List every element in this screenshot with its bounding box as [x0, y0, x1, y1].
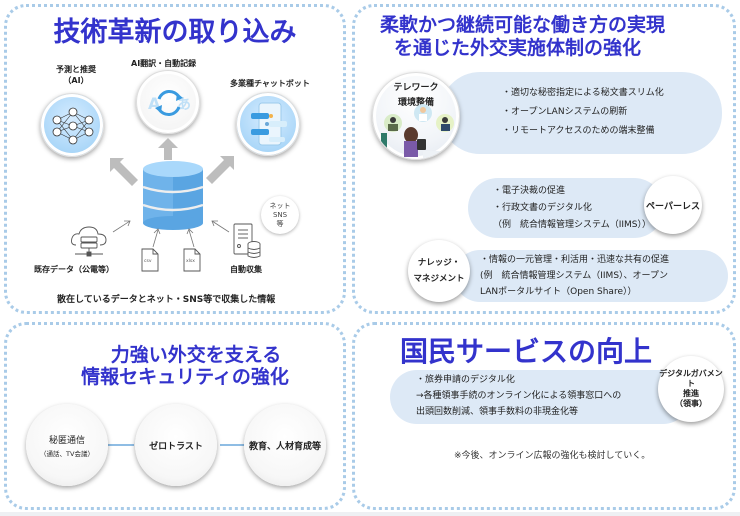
translation-label: AI翻訳・自動記録	[131, 59, 197, 68]
prediction-label-line2: （AI）	[63, 76, 89, 85]
chatbot-label: 多業種チャットボット	[230, 79, 310, 88]
education-label: 教育、人材育成等	[248, 441, 321, 452]
database-icon	[141, 161, 205, 235]
paperless-pill	[468, 178, 664, 238]
security-panel-title: 力強い外交を支える 情報セキュリティの強化	[70, 344, 300, 388]
knowledge-badge: ナレッジ・ マネジメント	[408, 240, 470, 302]
telework-item: ・オープンLANシステムの刷新	[502, 107, 628, 117]
secure-comm-sub: （通話、TV会議）	[40, 449, 94, 458]
csv-file-icon: csv	[141, 248, 159, 276]
knowledge-item: (例 統合情報管理システム（IIMS）、オープン	[480, 271, 668, 281]
auto-collect-label: 自動収集	[230, 265, 262, 274]
service-pill	[390, 370, 690, 424]
telework-item: ・リモートアクセスのための端末整備	[502, 126, 655, 136]
badge-line1: デジタルガバメント	[659, 369, 723, 388]
net-bubble-line: 等	[276, 220, 284, 228]
knowledge-pill	[454, 250, 728, 302]
thin-arrow-icon	[186, 228, 196, 252]
work-panel-title: 柔軟かつ継続可能な働き方の実現 を通じた外交実施体制の強化	[380, 14, 680, 60]
education-circle: 教育、人材育成等	[244, 404, 326, 486]
service-item: ・旅券申請のデジタル化	[416, 375, 515, 385]
xlsx-label: xlsx	[186, 259, 195, 264]
arrow-up-right-icon	[206, 156, 234, 188]
digital-government-badge: デジタルガバメント 推進 （領事）	[658, 356, 724, 422]
telework-items: ・適切な秘密指定による秘文書スリム化 ・オープンLANシステムの刷新 ・リモート…	[502, 84, 664, 141]
auto-collect-server-icon	[232, 222, 262, 264]
prediction-label-line1: 予測と推奨	[56, 65, 96, 74]
knowledge-label-line2: マネジメント	[413, 274, 465, 284]
csv-label: csv	[144, 259, 152, 264]
bottom-strip	[0, 512, 740, 516]
telework-illustration	[381, 104, 454, 159]
telework-label-line2: 環境整備	[397, 98, 434, 108]
knowledge-item: ・情報の一元管理・利活用・迅速な共有の促進	[480, 255, 670, 265]
secure-comm-label: 秘匿通信	[48, 435, 85, 446]
prediction-label: 予測と推奨 （AI）	[56, 64, 96, 86]
telework-item: ・適切な秘密指定による秘文書スリム化	[502, 88, 664, 98]
net-sns-bubble: ネット SNS 等	[261, 196, 299, 234]
paperless-item: ・電子決裁の促進	[493, 186, 566, 196]
chatbot-icon	[236, 92, 300, 156]
cloud-server-icon	[70, 225, 108, 263]
translation-icon: A あ	[136, 70, 200, 134]
zero-trust-circle: ゼロトラスト	[135, 404, 217, 486]
telework-circle: テレワーク 環境整備	[372, 72, 460, 160]
paperless-item: （例 統合情報管理システム（IIMS））	[493, 220, 652, 230]
arrow-up-icon	[158, 138, 178, 164]
thin-arrow-icon	[112, 218, 132, 237]
connector-line	[108, 444, 134, 446]
net-bubble-line: SNS	[272, 211, 288, 219]
telework-label-line1: テレワーク	[393, 83, 439, 93]
connector-line	[220, 444, 246, 446]
security-title-line1: 力強い外交を支える	[110, 344, 282, 366]
telework-pill	[440, 72, 722, 154]
knowledge-item: LANポータルサイト（Open Share））	[480, 287, 637, 297]
tech-innovation-panel	[4, 4, 346, 314]
paperless-items: ・電子決裁の促進 ・行政文書のデジタル化 （例 統合情報管理システム（IIMS）…	[493, 183, 651, 234]
service-item: 出頭回数削減、領事手数料の非現金化等	[416, 407, 579, 417]
zero-trust-label: ゼロトラスト	[149, 441, 203, 452]
arrow-up-left-icon	[110, 158, 138, 190]
thin-arrow-icon	[210, 218, 230, 237]
knowledge-label-line1: ナレッジ・	[417, 258, 461, 268]
security-title-line2: 情報セキュリティの強化	[81, 366, 289, 388]
translate-b-glyph: あ	[177, 97, 191, 113]
tech-caption: 散在しているデータとネット・SNS等で収集した情報	[57, 295, 276, 305]
neural-network-icon	[40, 93, 104, 157]
badge-line2: 推進	[683, 389, 699, 398]
thin-arrow-icon	[151, 228, 161, 252]
paperless-badge: ペーパーレス	[644, 176, 702, 234]
paperless-item: ・行政文書のデジタル化	[493, 203, 592, 213]
service-items: ・旅券申請のデジタル化 →各種領事手続のオンライン化による領事窓口への 出頭回数…	[416, 372, 621, 420]
secure-comm-circle: 秘匿通信 （通話、TV会議）	[26, 404, 108, 486]
work-title-line2: を通じた外交実施体制の強化	[394, 37, 642, 59]
net-bubble-line: ネット	[269, 202, 291, 210]
tech-panel-title: 技術革新の取り込み	[53, 17, 297, 48]
existing-data-label: 既存データ（公電等）	[34, 265, 114, 274]
service-item: →各種領事手続のオンライン化による領事窓口への	[416, 391, 622, 401]
badge-line3: （領事）	[675, 399, 707, 408]
xlsx-file-icon: xlsx	[183, 248, 201, 276]
service-panel-title: 国民サービスの向上	[400, 335, 653, 368]
service-note: ※今後、オンライン広報の強化も検討していく。	[454, 451, 651, 461]
work-title-line1: 柔軟かつ継続可能な働き方の実現	[380, 14, 666, 36]
knowledge-items: ・情報の一元管理・利活用・迅速な共有の促進 (例 統合情報管理システム（IIMS…	[480, 252, 669, 300]
